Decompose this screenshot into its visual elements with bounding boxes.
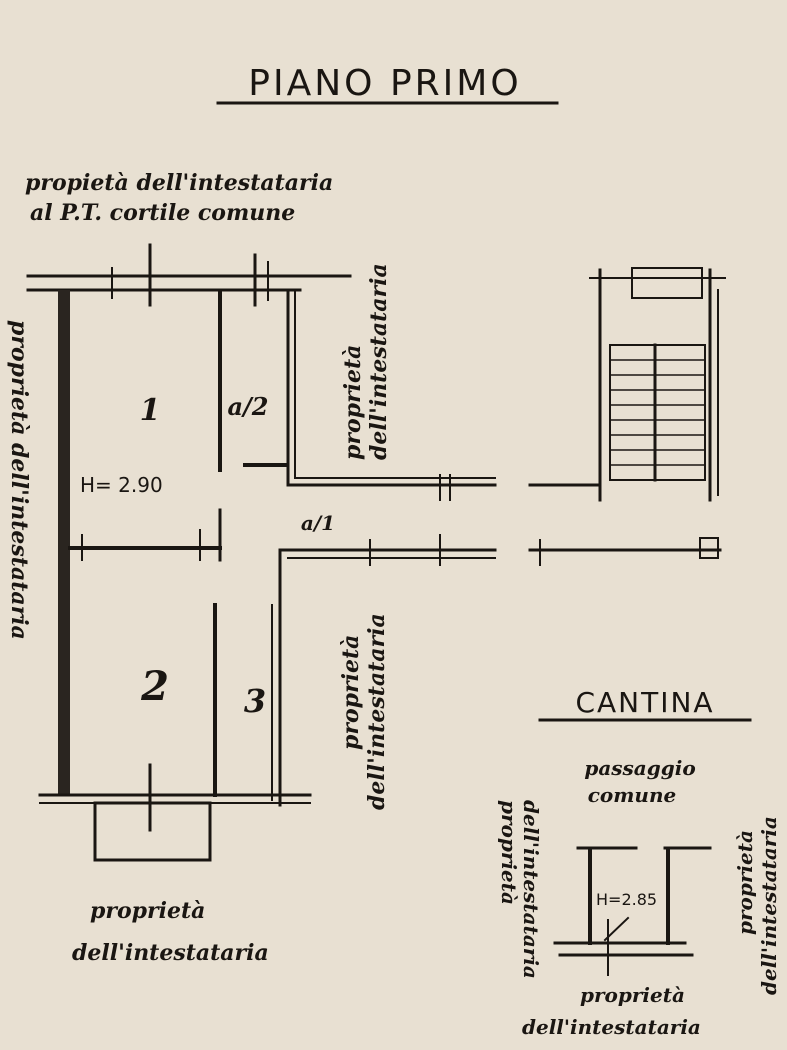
plan-title: PIANO PRIMO	[248, 63, 521, 104]
bottom-owner-label-2: dell'intestataria	[72, 940, 269, 966]
top-note-line1: propietà dell'intestataria	[25, 170, 333, 196]
cantina-top-label-1: passaggio	[584, 756, 695, 780]
apartment-walls	[26, 243, 497, 862]
room-a1-label: a/1	[301, 511, 335, 535]
room-2-label: 2	[140, 663, 169, 710]
room-3-label: 3	[244, 682, 266, 720]
upper-right-owner-label-2: dell'intestataria	[366, 263, 392, 460]
left-owner-label: proprietà dell'intestataria	[6, 320, 32, 640]
room-1-label: 1	[140, 393, 161, 428]
cantina-height-label: H=2.85	[596, 890, 657, 909]
cantina-left-label-2: dell'intestataria	[519, 800, 543, 979]
bottom-owner-label-1: proprietà	[90, 898, 205, 924]
cantina-right-label-1: proprietà	[733, 830, 757, 935]
room-height-label: H= 2.90	[80, 473, 163, 497]
cantina-left-label-1: proprietà	[497, 800, 521, 905]
cantina-title: CANTINA	[575, 686, 714, 719]
top-note-line2: al P.T. cortile comune	[30, 200, 295, 226]
room-a2-label: a/2	[227, 392, 268, 421]
cantina-walls	[553, 846, 712, 976]
cantina-bottom-label-2: dell'intestataria	[522, 1015, 701, 1039]
cantina-right-label-2: dell'intestataria	[757, 816, 781, 995]
lower-right-owner-label-2: dell'intestataria	[364, 613, 390, 810]
cantina-bottom-label-1: proprietà	[580, 983, 685, 1007]
upper-right-owner-label-1: proprietà	[340, 345, 366, 460]
cantina-top-label-2: comune	[588, 783, 677, 807]
lower-right-owner-label-1: proprietà	[338, 635, 364, 750]
staircase	[528, 267, 726, 566]
